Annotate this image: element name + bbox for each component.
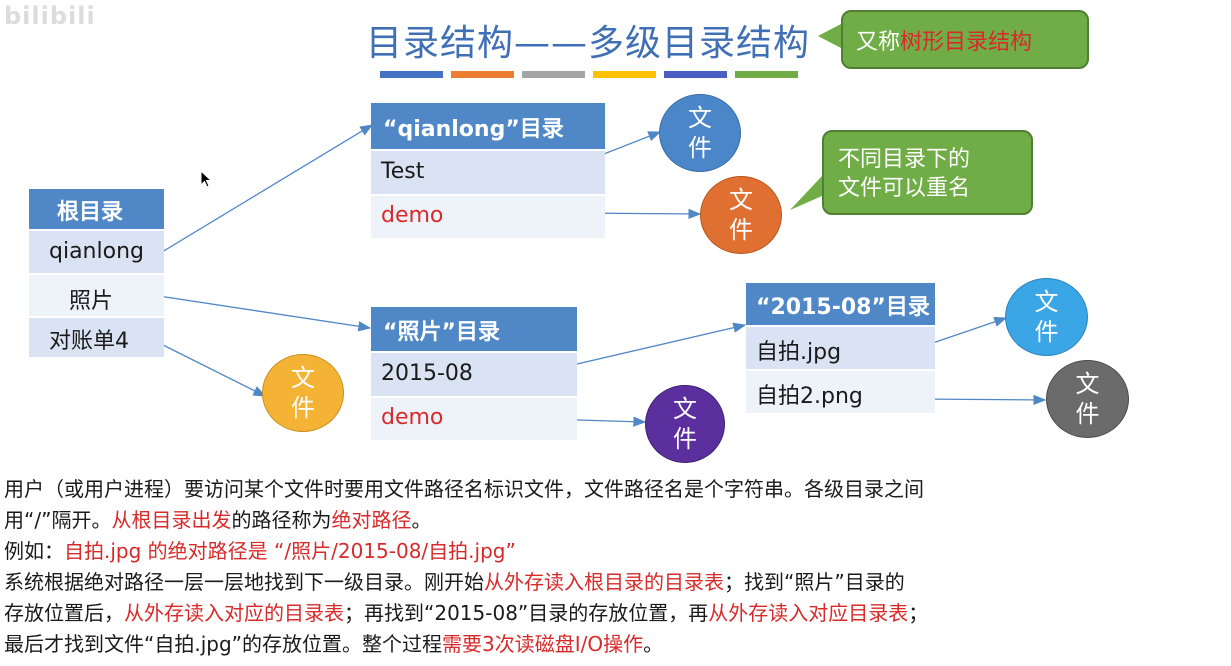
para-l2c: 的路径称为 [231, 508, 332, 532]
para-line-4: 系统根据绝对路径一层一层地找到下一级目录。刚开始从外存读入根目录的目录表；找到“… [4, 566, 905, 595]
photo-row-demo: demo [371, 396, 577, 440]
file-circle-4-top: 文 [673, 395, 697, 423]
para-l2a: 用“/”隔开。 [4, 508, 112, 532]
color-bar-2 [451, 71, 514, 78]
para-l1: 用户（或用户进程）要访问某个文件时要用文件路径名标识文件，文件路径名是个字符串。… [4, 477, 924, 501]
root-directory-table: 根目录 qianlong 照片 对账单4 [29, 189, 164, 357]
para-line-6: 最后才找到文件“自拍.jpg”的存放位置。整个过程需要3次读磁盘I/O操作。 [4, 628, 663, 657]
para-l5b: 从外存读入对应的目录表 [124, 601, 344, 625]
root-row-photo: 照片 [29, 273, 164, 316]
para-l2b: 从根目录出发 [111, 508, 232, 532]
file-circle-1-bottom: 件 [688, 134, 712, 162]
note-tree-structure: 又称树形目录结构 [841, 10, 1089, 69]
file-circle-3-top: 文 [291, 364, 315, 392]
root-table-header: 根目录 [29, 189, 164, 229]
para-line-5: 存放位置后，从外存读入对应的目录表；再找到“2015-08”目录的存放位置，再从… [4, 597, 928, 626]
para-l4c: ；找到“照片”目录的 [724, 570, 905, 594]
note-same-name: 不同目录下的 文件可以重名 [822, 130, 1033, 215]
y2015-row-selfie: 自拍.jpg [746, 325, 935, 369]
note-top-prefix: 又称 [856, 30, 901, 55]
para-line-1: 用户（或用户进程）要访问某个文件时要用文件路径名标识文件，文件路径名是个字符串。… [4, 473, 924, 502]
para-l4a: 系统根据绝对路径一层一层地找到下一级目录。刚开始 [4, 570, 484, 594]
note-same-name-pointer [790, 176, 822, 210]
para-l2e: 。 [411, 508, 432, 532]
page-title: 目录结构——多级目录结构 [366, 23, 811, 64]
note-top-highlight: 树形目录结构 [900, 30, 1033, 55]
file-circle-5-bottom: 件 [1034, 318, 1059, 346]
file-circle-2: 文件 [700, 176, 782, 254]
file-circle-4: 文件 [645, 385, 725, 463]
para-l6c: 。 [643, 632, 664, 656]
file-circle-3-bottom: 件 [291, 394, 315, 422]
arrow-photo [151, 294, 372, 332]
photo-directory-table: “照片”目录 2015-08 demo [371, 307, 577, 440]
file-circle-2-top: 文 [729, 186, 753, 214]
arrow-selfie2 [914, 394, 1047, 406]
note-same-name-line1: 不同目录下的 [838, 147, 971, 172]
color-bar-3 [522, 71, 585, 78]
mouse-cursor-icon [200, 170, 213, 188]
color-bar-4 [593, 71, 656, 78]
y2015-row-selfie2: 自拍2.png [746, 369, 935, 413]
qianlong-directory-table: “qianlong”目录 Test demo [371, 103, 605, 238]
file-circle-3: 文件 [262, 354, 344, 432]
para-line-2: 用“/”隔开。从根目录出发的路径称为绝对路径。 [4, 504, 431, 533]
photo-row-2015: 2015-08 [371, 351, 577, 396]
para-l2d: 绝对路径 [331, 508, 412, 532]
qianlong-table-header: “qianlong”目录 [371, 103, 605, 149]
qianlong-row-test: Test [371, 149, 605, 194]
photo-table-header: “照片”目录 [371, 307, 577, 351]
note-top-pointer [818, 24, 841, 48]
arrow-qianlong [156, 124, 374, 256]
root-row-bill: 对账单4 [29, 316, 164, 357]
color-bar-6 [735, 71, 798, 78]
para-l3b: 自拍.jpg 的绝对路径是 “/照片/2015-08/自拍.jpg” [64, 539, 516, 563]
file-circle-6-bottom: 件 [1075, 400, 1100, 428]
file-circle-6: 文件 [1046, 360, 1129, 438]
para-l6b: 需要3次读磁盘I/O操作 [442, 632, 644, 656]
file-circle-5: 文件 [1005, 278, 1088, 356]
root-row-qianlong: qianlong [29, 229, 164, 273]
file-circle-6-top: 文 [1075, 370, 1100, 398]
para-l3a: 例如： [4, 539, 64, 563]
arrow-2015 [546, 322, 747, 372]
para-line-3: 例如：自拍.jpg 的绝对路径是 “/照片/2015-08/自拍.jpg” [4, 535, 516, 564]
para-l5a: 存放位置后， [4, 601, 124, 625]
color-bar-1 [380, 71, 443, 78]
para-l4b: 从外存读入根目录的目录表 [484, 570, 724, 594]
y2015-table-header: “2015-08”目录 [746, 283, 935, 325]
para-l5e: ； [908, 601, 929, 625]
color-bar-5 [664, 71, 727, 78]
y2015-directory-table: “2015-08”目录 自拍.jpg 自拍2.png [746, 283, 935, 413]
file-circle-5-top: 文 [1034, 288, 1059, 316]
arrow-bill [156, 341, 267, 397]
file-circle-1: 文件 [659, 94, 741, 172]
watermark: bilibili [4, 2, 96, 30]
note-same-name-line2: 文件可以重名 [838, 176, 971, 201]
qianlong-row-demo: demo [371, 194, 605, 238]
file-circle-4-bottom: 件 [673, 425, 697, 453]
file-circle-1-top: 文 [688, 104, 712, 132]
file-circle-2-bottom: 件 [729, 216, 753, 244]
para-l6a: 最后才找到文件“自拍.jpg”的存放位置。整个过程 [4, 632, 443, 656]
para-l5d: 从外存读入对应目录表 [708, 601, 909, 625]
para-l5c: ；再找到“2015-08”目录的存放位置，再 [344, 601, 709, 625]
